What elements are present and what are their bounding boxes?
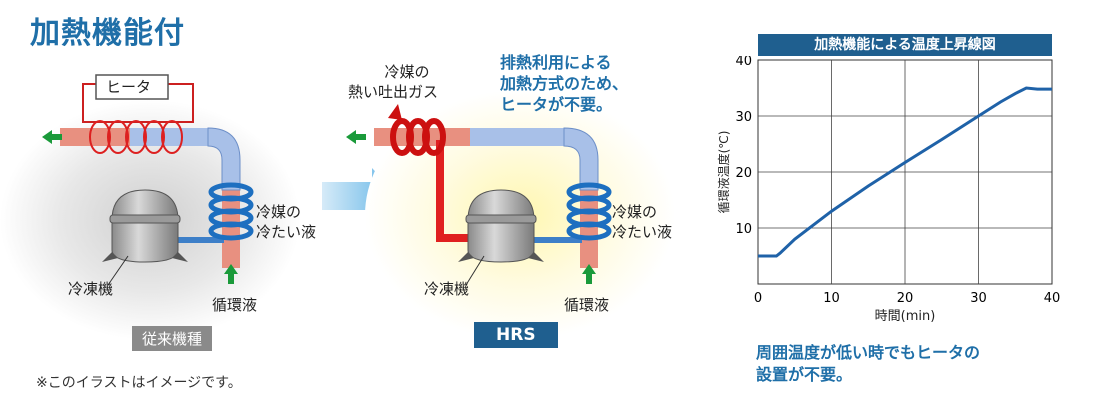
hot-gas-label: 冷媒の 熱い吐出ガス <box>348 62 438 102</box>
left-outlet-arrow <box>42 130 62 144</box>
conventional-model-tag: 従来機種 <box>132 326 213 351</box>
left-compressor-leader <box>107 255 129 286</box>
heater-coil <box>89 120 183 154</box>
left-compressor-label: 冷凍機 <box>68 280 114 298</box>
chart-x-tick-label: 20 <box>897 291 914 306</box>
right-cold-refrigerant-label: 冷媒の 冷たい液 <box>612 202 672 242</box>
chart-x-tick-label: 40 <box>1044 291 1061 306</box>
right-cold-coil <box>566 182 612 241</box>
chart-ticks: 0 10 20 30 40 10 20 30 40 <box>735 56 1060 306</box>
main-title: 加熱機能付 <box>30 16 185 51</box>
right-compressor-leader <box>465 255 485 286</box>
right-outlet-arrow <box>346 130 366 144</box>
right-circulating-fluid-label: 循環液 <box>564 296 610 314</box>
chart-x-tick-label: 30 <box>970 291 987 306</box>
hrs-note: 排熱利用による 加熱方式のため、 ヒータが不要。 <box>500 52 628 115</box>
chart-note: 周囲温度が低い時でもヒータの 設置が不要。 <box>756 342 980 386</box>
right-compressor-label: 冷凍機 <box>424 280 470 298</box>
chart-y-tick-label: 20 <box>735 166 752 181</box>
footnote: ※このイラストはイメージです。 <box>36 375 242 391</box>
right-panel <box>346 90 675 340</box>
right-inlet-arrow <box>582 264 596 284</box>
heater-box <box>95 74 169 100</box>
left-cold-refrigerant-line1: 冷媒の <box>256 203 302 221</box>
chart-x-axis-label: 時間(min) <box>875 309 936 324</box>
hrs-note-line3: ヒータが不要。 <box>500 95 613 114</box>
heating-diagram <box>0 74 675 340</box>
hot-gas-coil <box>390 118 446 156</box>
hrs-tag: HRS <box>474 322 558 348</box>
temperature-chart: 0 10 20 30 40 10 20 30 40 時間(min) 循環液温度(℃) <box>716 56 1060 324</box>
right-cold-refrigerant-line1: 冷媒の <box>612 203 658 221</box>
chart-note-line2: 設置が不要。 <box>756 365 853 384</box>
left-refrigerant-bend <box>207 127 241 191</box>
left-cold-refrigerant-label: 冷媒の 冷たい液 <box>256 202 316 242</box>
hrs-note-line2: 加熱方式のため、 <box>500 74 629 93</box>
hrs-note-line1: 排熱利用による <box>500 53 612 72</box>
right-refrigerant-bend <box>563 127 599 191</box>
left-panel <box>0 74 300 340</box>
hot-gas-label-line1: 冷媒の <box>384 63 430 81</box>
chart-x-tick-label: 10 <box>823 291 840 306</box>
left-circulating-fluid-label: 循環液 <box>212 296 258 314</box>
heater-label: ヒータ <box>106 78 152 96</box>
chart-note-line1: 周囲温度が低い時でもヒータの <box>756 343 981 362</box>
left-inlet-arrow <box>224 264 238 284</box>
chart-x-tick-label: 0 <box>754 291 762 306</box>
chart-y-tick-label: 30 <box>735 110 752 125</box>
temperature-series-line <box>758 86 1052 258</box>
chart-grid <box>757 59 1053 285</box>
chart-y-tick-label: 40 <box>735 56 752 69</box>
right-cold-refrigerant-line2: 冷たい液 <box>612 223 673 241</box>
chart-title: 加熱機能による温度上昇線図 <box>758 34 1052 56</box>
chart-y-axis-label: 循環液温度(℃) <box>716 131 731 214</box>
left-cold-coil <box>208 182 254 241</box>
left-compressor <box>102 189 188 263</box>
left-cold-refrigerant-line2: 冷たい液 <box>256 223 317 241</box>
chart-y-tick-label: 10 <box>735 222 752 237</box>
hot-gas-label-line2: 熱い吐出ガス <box>348 83 439 101</box>
hot-gas-line <box>436 140 470 242</box>
